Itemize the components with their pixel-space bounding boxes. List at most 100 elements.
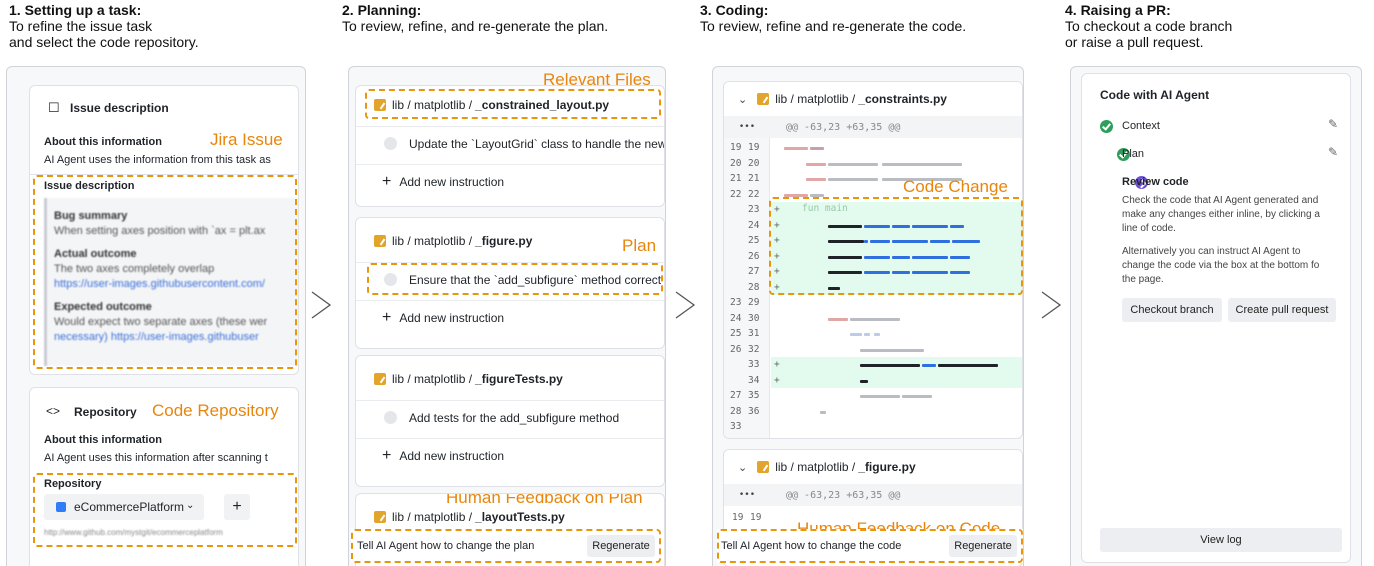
code-icon: <> (46, 404, 61, 418)
plan-feedback-bar: Tell AI Agent how to change the plan Reg… (351, 529, 663, 563)
edit-icon[interactable]: ✎ (1328, 117, 1339, 131)
chevron-down-icon: ⌄ (186, 500, 195, 511)
code-token (950, 224, 964, 228)
file-header[interactable]: lib / matplotlib / _figureTests.py (356, 362, 664, 396)
line-number: 34 (748, 374, 760, 386)
expand-dots-icon[interactable]: ••• (738, 122, 756, 132)
line-number: 32 (748, 343, 760, 355)
bookmark-icon: ☐ (48, 100, 60, 115)
expected-outcome-label: Expected outcome (54, 301, 152, 313)
code-token (870, 240, 890, 243)
review-desc: make any changes either inline, by click… (1122, 209, 1320, 220)
file-path: lib / matplotlib / (392, 510, 473, 524)
code-token (952, 240, 980, 243)
plan-instruction[interactable]: Ensure that the `add_subfigure` method c… (356, 262, 664, 296)
line-number: 28 (748, 281, 760, 293)
file-edit-icon (757, 461, 770, 473)
added-marker: + (774, 281, 780, 293)
added-marker: + (774, 219, 780, 231)
edit-icon[interactable]: ✎ (1328, 145, 1339, 159)
review-desc: the page. (1122, 274, 1164, 285)
actual-outcome-link[interactable]: https://user-images.githubusercontent.co… (54, 278, 265, 290)
highlight-feedback-plan (351, 529, 661, 563)
line-number: 21 (730, 173, 742, 184)
line-number: 22 (730, 188, 742, 200)
code-token (828, 240, 864, 243)
stage-desc: To review, refine and re-generate the co… (700, 18, 967, 34)
repository-card: <> Repository Code Repository About this… (29, 387, 299, 566)
add-instruction-button[interactable]: + Add new instruction (356, 300, 664, 334)
repository-select[interactable]: eCommercePlatform ⌄ (44, 494, 204, 520)
line-number: 19 (730, 142, 742, 153)
plan-instruction[interactable]: Update the `LayoutGrid` class to handle … (356, 126, 664, 160)
file-header[interactable]: lib / matplotlib / _figure.py (356, 224, 664, 258)
line-number: 24 (730, 312, 742, 324)
diff-hunk-header[interactable]: ••• @@ -63,23 +63,35 @@ (724, 116, 1022, 138)
issue-card: ☐ Issue description Jira Issue About thi… (29, 85, 299, 375)
highlight-issue (33, 175, 297, 369)
coding-panel: ⌄ lib / matplotlib / _constraints.py •••… (712, 66, 1024, 566)
code-text: fun main (802, 203, 848, 214)
checkout-branch-button[interactable]: Checkout branch (1122, 298, 1222, 322)
expand-dots-icon[interactable]: ••• (738, 490, 756, 500)
review-desc: Alternatively you can instruct AI Agent … (1122, 246, 1301, 257)
code-token (810, 193, 824, 197)
code-feedback-input[interactable]: Tell AI Agent how to change the code (721, 540, 902, 552)
add-instruction-button[interactable]: + Add new instruction (356, 164, 664, 198)
stage-title: 4. Raising a PR: (1065, 2, 1171, 18)
file-path: lib / matplotlib / (392, 372, 473, 386)
plus-icon: + (382, 308, 392, 326)
file-edit-icon (374, 99, 386, 111)
expected-outcome-link[interactable]: necessary) https://user-images.githubuse… (54, 331, 259, 343)
stage-title: 3. Coding: (700, 2, 769, 18)
plan-instruction[interactable]: Add tests for the add_subfigure method (356, 400, 664, 434)
diff-file-header[interactable]: ⌄ lib / matplotlib / _constraints.py (724, 82, 1022, 116)
code-token (828, 271, 862, 274)
code-token (864, 255, 890, 259)
review-icon (1134, 176, 1148, 189)
line-number: 26 (730, 343, 742, 355)
code-token (882, 178, 962, 181)
bug-summary-label: Bug summary (54, 210, 128, 222)
stage-desc: or raise a pull request. (1065, 34, 1204, 50)
file-edit-icon (374, 511, 386, 523)
file-header[interactable]: lib / matplotlib / _constrained_layout.p… (356, 88, 664, 122)
code-token (810, 147, 824, 150)
code-agent-card: Code with AI Agent Context ✎ Plan ✎ Revi… (1081, 73, 1351, 563)
added-line-highlight (771, 279, 1022, 295)
add-instruction-label: Add new instruction (399, 310, 505, 325)
line-number: 19 (748, 142, 760, 153)
diff-gutter (724, 138, 770, 438)
create-pull-request-button[interactable]: Create pull request (1228, 298, 1336, 322)
code-token (882, 162, 962, 166)
code-token (892, 271, 910, 274)
line-number: 19 (750, 512, 762, 523)
actual-outcome-label: Actual outcome (54, 248, 137, 260)
line-number: 22 (748, 188, 760, 200)
diff-hunk-header[interactable]: ••• @@ -63,23 +63,35 @@ (724, 484, 1022, 506)
check-icon (1117, 148, 1131, 161)
code-token (850, 333, 862, 336)
add-instruction-button[interactable]: + Add new instruction (356, 438, 664, 472)
highlight-plan (367, 263, 663, 295)
file-name: _figure.py (475, 234, 533, 248)
review-desc: change the code via the box at the botto… (1122, 260, 1320, 271)
file-name: _constrained_layout.py (475, 98, 610, 112)
review-desc: Check the code that AI Agent generated a… (1122, 195, 1319, 206)
code-token (828, 286, 840, 290)
diff-file-header[interactable]: ⌄ lib / matplotlib / _figure.py (724, 450, 1022, 484)
code-token (864, 224, 890, 228)
regenerate-code-button[interactable]: Regenerate (949, 535, 1017, 557)
file-header[interactable]: lib / matplotlib / _layoutTests.py (356, 500, 664, 534)
view-log-button[interactable]: View log (1100, 528, 1342, 552)
status-circle-icon (384, 273, 397, 286)
diff-card: ⌄ lib / matplotlib / _constraints.py •••… (723, 81, 1023, 439)
regenerate-plan-button[interactable]: Regenerate (587, 535, 655, 557)
repository-field-label: Repository (44, 478, 102, 490)
file-path: lib / matplotlib / (392, 234, 473, 248)
line-number: 27 (748, 266, 760, 277)
add-repository-button[interactable]: + (224, 494, 250, 520)
plan-feedback-input[interactable]: Tell AI Agent how to change the plan (357, 540, 535, 552)
status-circle-icon (384, 137, 397, 150)
